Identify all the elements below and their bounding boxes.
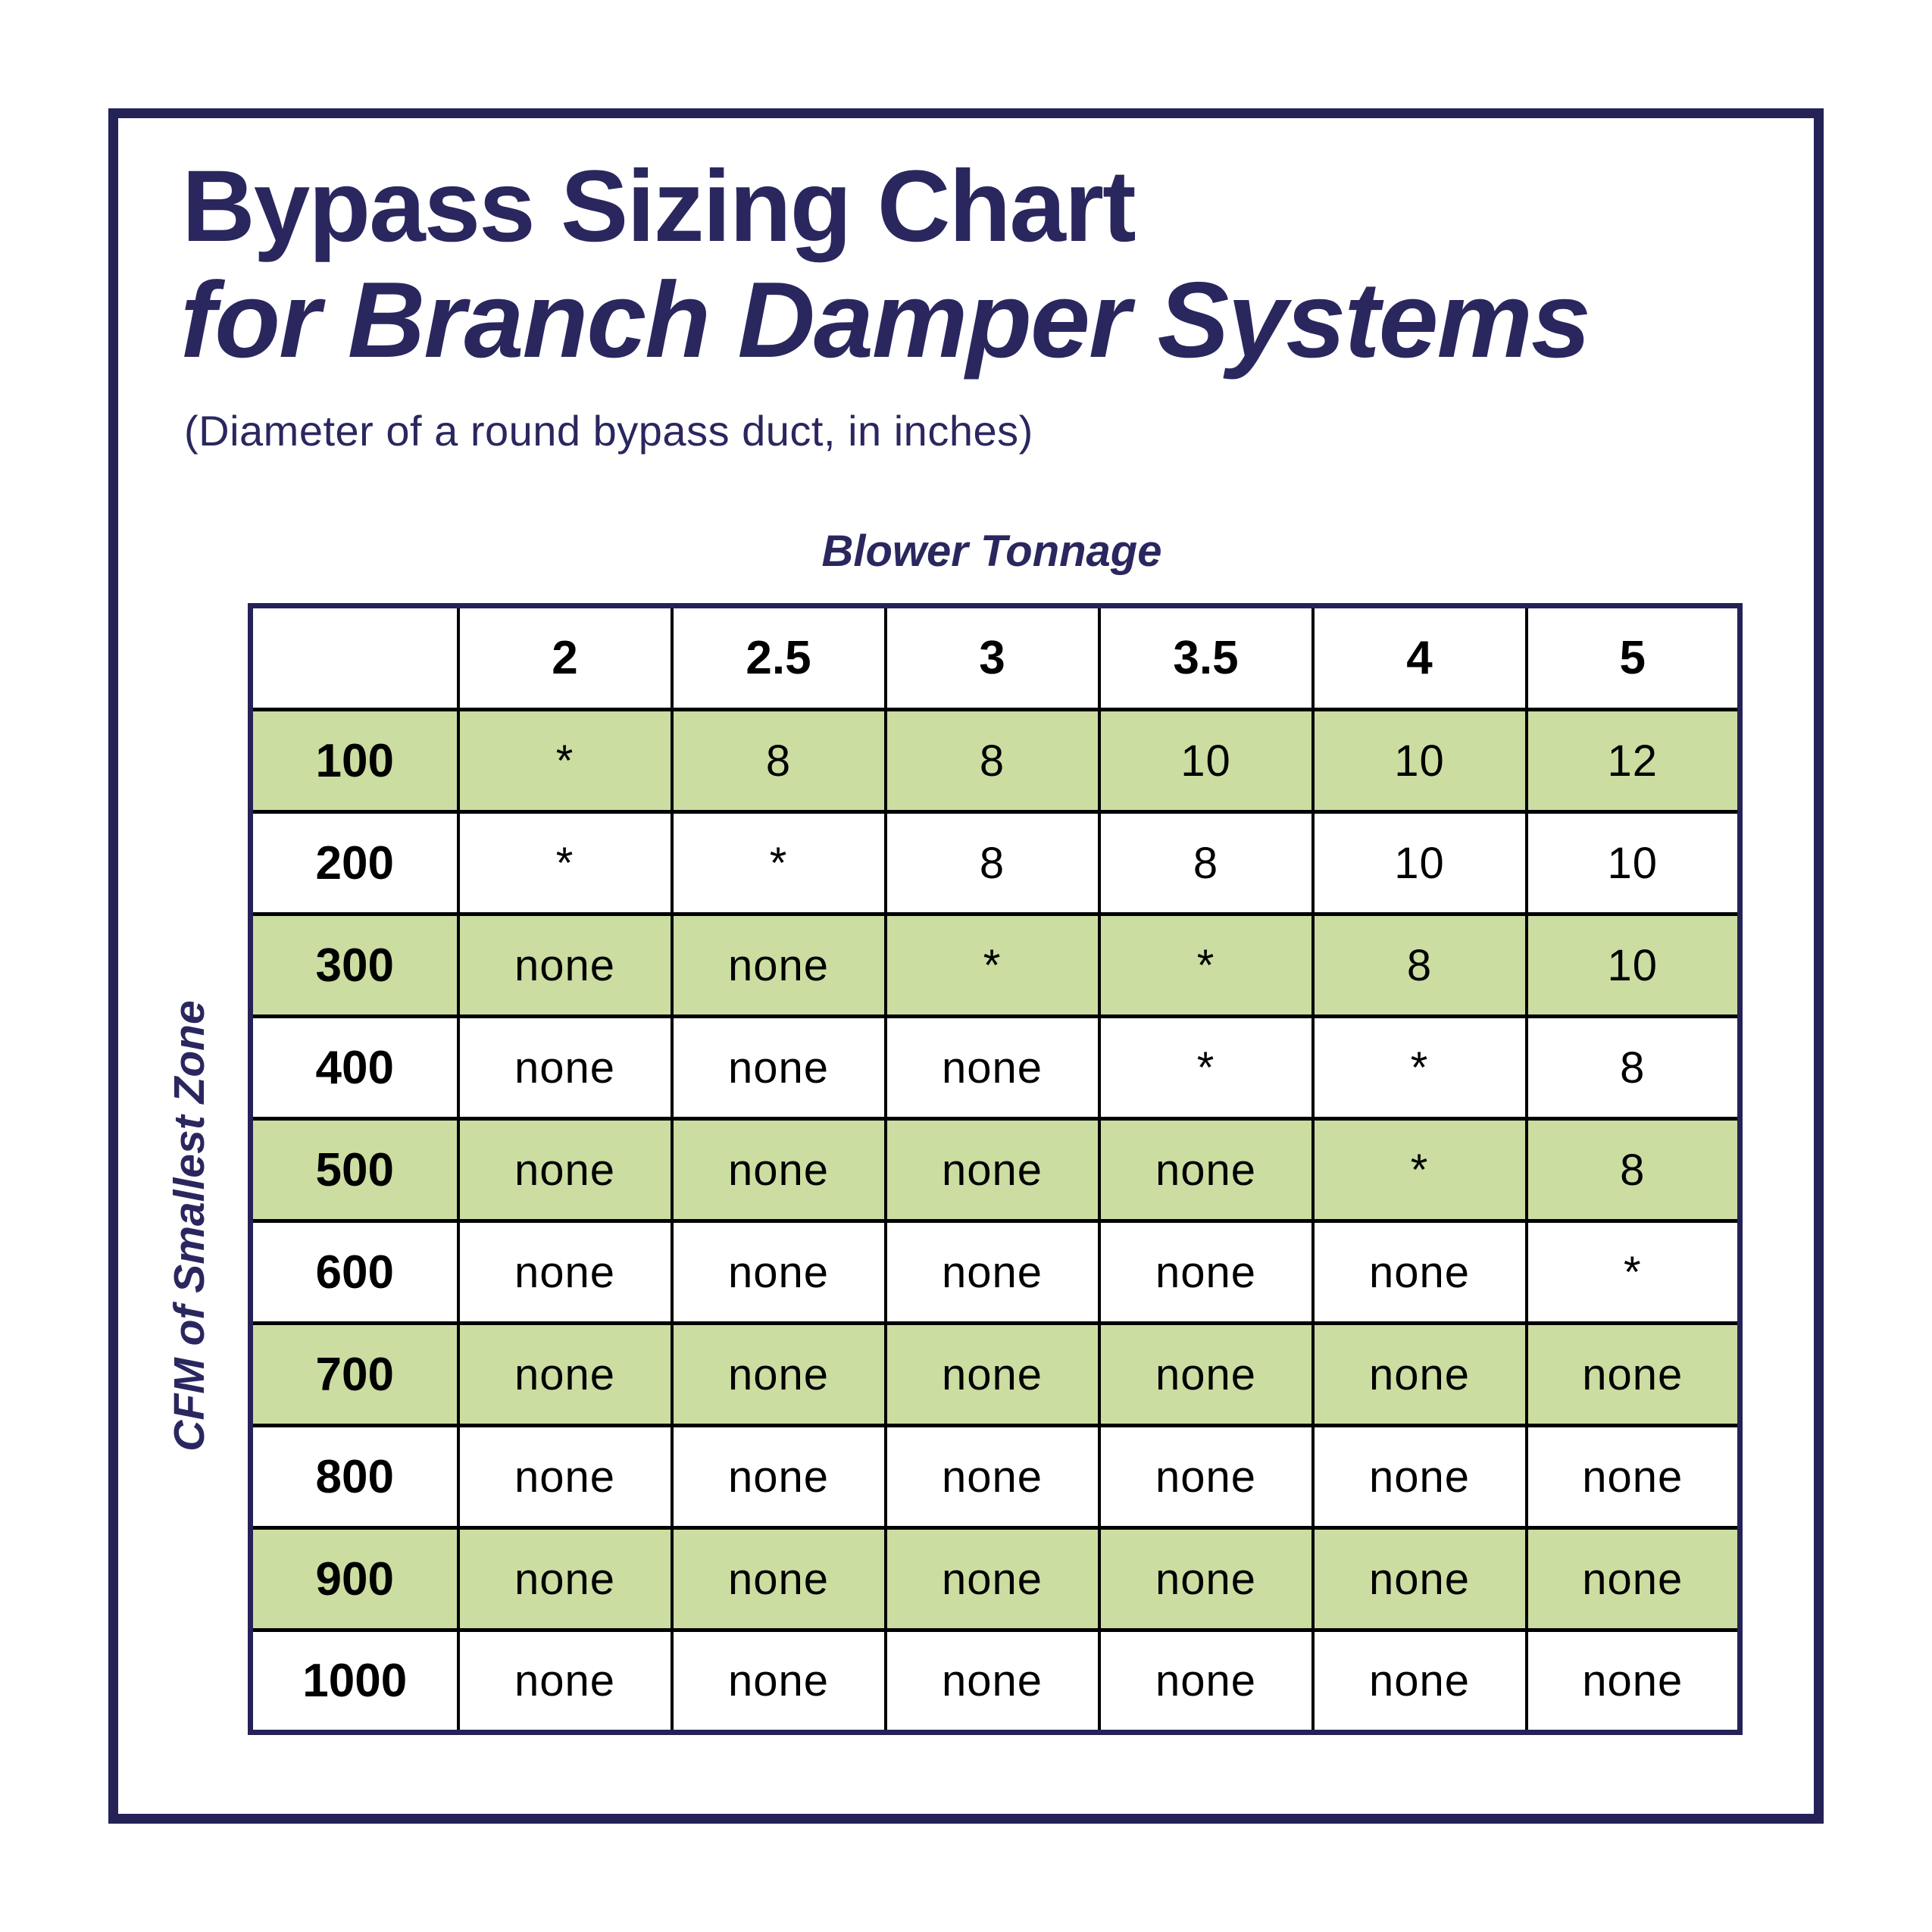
value-cell: none [883, 1628, 1101, 1734]
value-cell: none [456, 1628, 674, 1734]
page-subtitle: (Diameter of a round bypass duct, in inc… [184, 407, 1033, 455]
page-title-line2: for Branch Damper Systems [180, 260, 1591, 380]
value-cell: none [1097, 1526, 1315, 1632]
value-cell: * [1311, 1014, 1528, 1121]
column-axis-label: Blower Tonnage [821, 527, 1162, 576]
column-header-cell: 3.5 [1097, 604, 1315, 711]
value-cell: none [670, 912, 887, 1018]
value-cell: none [456, 1321, 674, 1427]
value-cell: none [1524, 1424, 1742, 1530]
value-cell: 10 [1524, 912, 1742, 1018]
value-cell: none [456, 912, 674, 1018]
value-cell: none [883, 1014, 1101, 1121]
value-cell: * [1097, 1014, 1315, 1121]
value-cell: none [670, 1321, 887, 1427]
value-cell: 10 [1311, 708, 1528, 814]
value-cell: none [1311, 1321, 1528, 1427]
value-cell: 10 [1524, 810, 1742, 916]
value-cell: none [670, 1219, 887, 1325]
value-cell: none [883, 1117, 1101, 1223]
outer-border-frame [108, 108, 1824, 1824]
value-cell: * [456, 810, 674, 916]
row-header-cell: 1000 [249, 1628, 460, 1734]
row-axis-label: CFM of Smallest Zone [165, 1000, 214, 1452]
value-cell: none [456, 1424, 674, 1530]
value-cell: * [1097, 912, 1315, 1018]
row-header-cell: 700 [249, 1321, 460, 1427]
value-cell: none [1311, 1526, 1528, 1632]
value-cell: none [883, 1219, 1101, 1325]
value-cell: 8 [883, 708, 1101, 814]
value-cell: none [1524, 1321, 1742, 1427]
value-cell: none [883, 1526, 1101, 1632]
value-cell: 8 [1311, 912, 1528, 1018]
value-cell: * [1311, 1117, 1528, 1223]
value-cell: * [670, 810, 887, 916]
value-cell: none [456, 1219, 674, 1325]
row-header-cell: 900 [249, 1526, 460, 1632]
column-header-cell: 2.5 [670, 604, 887, 711]
row-header-cell: 300 [249, 912, 460, 1018]
value-cell: 8 [670, 708, 887, 814]
value-cell: 8 [1524, 1014, 1742, 1121]
value-cell: none [1097, 1628, 1315, 1734]
value-cell: none [1097, 1219, 1315, 1325]
value-cell: 10 [1311, 810, 1528, 916]
value-cell: none [1524, 1526, 1742, 1632]
value-cell: none [1097, 1321, 1315, 1427]
value-cell: 10 [1097, 708, 1315, 814]
value-cell: 8 [883, 810, 1101, 916]
value-cell: * [456, 708, 674, 814]
row-header-cell: 400 [249, 1014, 460, 1121]
column-header-cell: 2 [456, 604, 674, 711]
row-header-cell: 500 [249, 1117, 460, 1223]
value-cell: none [456, 1117, 674, 1223]
value-cell: * [883, 912, 1101, 1018]
value-cell: none [883, 1321, 1101, 1427]
page-title-line1: Bypass Sizing Chart [182, 150, 1136, 263]
value-cell: none [1311, 1628, 1528, 1734]
value-cell: 8 [1097, 810, 1315, 916]
column-header-cell: 4 [1311, 604, 1528, 711]
value-cell: 8 [1524, 1117, 1742, 1223]
column-header-cell: 5 [1524, 604, 1742, 711]
value-cell: none [1524, 1628, 1742, 1734]
value-cell: none [1311, 1424, 1528, 1530]
row-header-cell: 800 [249, 1424, 460, 1530]
value-cell: none [456, 1526, 674, 1632]
value-cell: 12 [1524, 708, 1742, 814]
value-cell: none [1311, 1219, 1528, 1325]
row-header-cell: 200 [249, 810, 460, 916]
row-header-cell: 600 [249, 1219, 460, 1325]
value-cell: none [670, 1014, 887, 1121]
value-cell: * [1524, 1219, 1742, 1325]
value-cell: none [1097, 1424, 1315, 1530]
value-cell: none [670, 1424, 887, 1530]
value-cell: none [1097, 1117, 1315, 1223]
corner-cell [249, 604, 460, 711]
column-header-cell: 3 [883, 604, 1101, 711]
value-cell: none [883, 1424, 1101, 1530]
row-header-cell: 100 [249, 708, 460, 814]
value-cell: none [670, 1628, 887, 1734]
value-cell: none [670, 1526, 887, 1632]
value-cell: none [670, 1117, 887, 1223]
value-cell: none [456, 1014, 674, 1121]
